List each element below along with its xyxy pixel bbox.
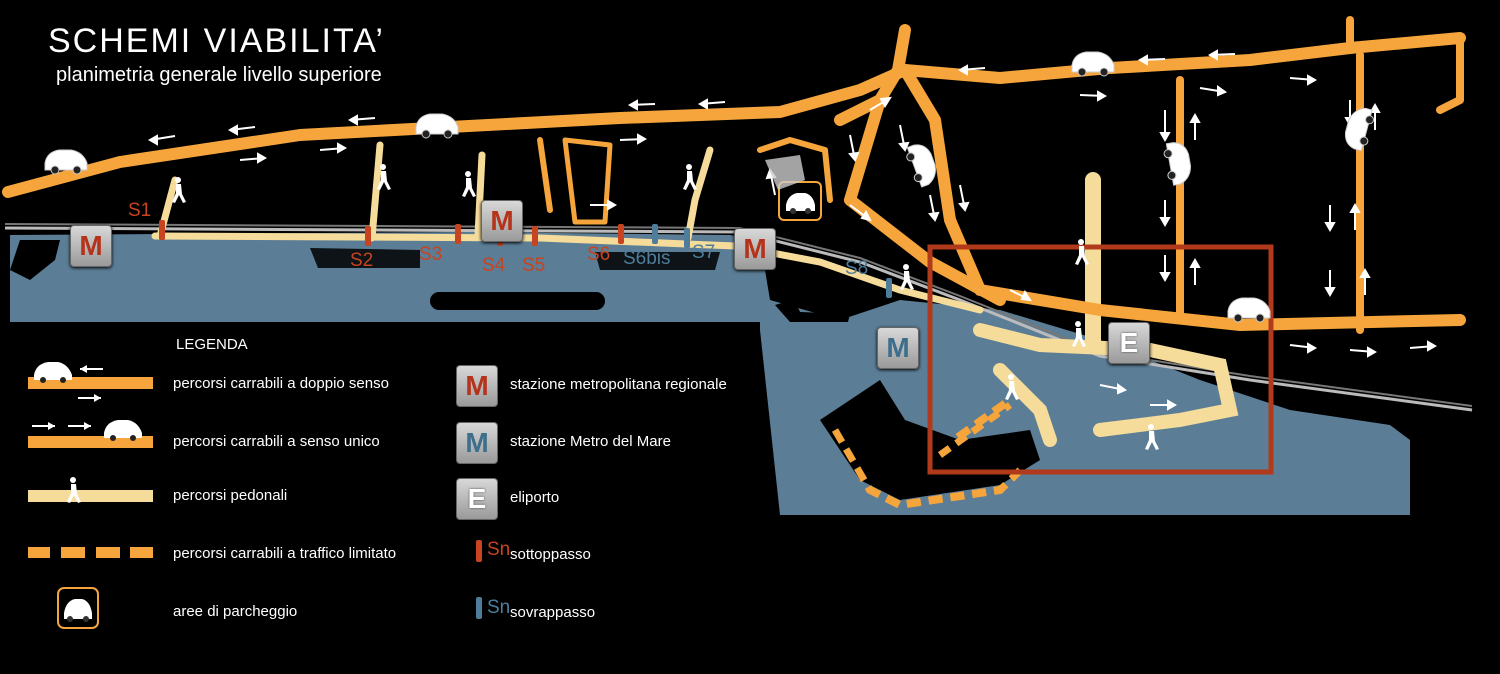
- legend-label-heliport: eliporto: [510, 489, 560, 506]
- underpass-label: S5: [522, 255, 546, 276]
- heliport-icon: E: [1108, 322, 1150, 364]
- parking-icon: [57, 587, 99, 629]
- sea-area: [10, 232, 1410, 515]
- legend-label-two-way: percorsi carrabili a doppio senso: [173, 375, 389, 392]
- road-network: [2, 16, 1466, 334]
- car-icon: [44, 149, 88, 175]
- limited-traffic-road-icon: [28, 547, 153, 558]
- pedestrian-icon: [683, 164, 697, 190]
- overpass-label: S8: [845, 258, 869, 279]
- underpass-label: S1: [128, 200, 152, 221]
- underpass-icon: [476, 540, 482, 562]
- traffic-arrows: [147, 49, 1438, 411]
- legend-label-pedestrian: percorsi pedonali: [173, 487, 288, 504]
- car-icon: [1163, 142, 1192, 186]
- legend-title: LEGENDA: [176, 336, 248, 353]
- pedestrian-paths: [151, 141, 1239, 447]
- car-icon: [1227, 297, 1271, 323]
- underpass-label: S3: [419, 244, 443, 265]
- legend-label-underpass: sottoppasso: [510, 546, 591, 563]
- pedestrian-icon: [172, 177, 186, 203]
- overpass-icon: [476, 597, 482, 619]
- regional-metro-station-icon: M: [481, 200, 523, 242]
- legend-label-regional-station: stazione metropolitana regionale: [510, 376, 727, 393]
- pedestrian-icons: [172, 164, 1159, 450]
- legend-sea-station-icon: M: [456, 422, 498, 464]
- pedestrian-icon: [1072, 321, 1086, 347]
- legend-regional-station-icon: M: [456, 365, 498, 407]
- focus-area-frame: [927, 244, 1274, 475]
- sea-metro-station-icon: M: [877, 327, 919, 369]
- car-icon: [1071, 51, 1115, 77]
- overpass-label: S6bis: [623, 248, 671, 269]
- map-parking-icon: [765, 155, 822, 221]
- car-icons: [44, 51, 1375, 323]
- legend-label-overpass: sovrappasso: [510, 604, 596, 621]
- regional-metro-station-icon: M: [70, 225, 112, 267]
- pedestrian-icon: [1005, 374, 1019, 400]
- underpass-label: S4: [482, 255, 506, 276]
- pedestrian-icon: [377, 164, 391, 190]
- pedestrian-icon: [1075, 239, 1089, 265]
- page-subtitle: planimetria generale livello superiore: [56, 64, 382, 86]
- underpass-label: S2: [350, 250, 374, 271]
- overpass-markers: [652, 224, 892, 298]
- pedestrian-path-icon: [28, 490, 153, 502]
- overpass-label: S7: [692, 242, 716, 263]
- legend-heliport-icon: E: [456, 478, 498, 520]
- legend-overpass-symbol: Sn: [487, 597, 511, 618]
- pedestrian-icon: [900, 264, 914, 290]
- legend-label-sea-station: stazione Metro del Mare: [510, 433, 671, 450]
- page-title: SCHEMI VIABILITA’: [48, 22, 385, 60]
- car-icon: [1344, 107, 1375, 152]
- legend-swatches: [28, 362, 482, 629]
- legend-underpass-symbol: Sn: [487, 539, 511, 560]
- legend-label-one-way: percorsi carrabili a senso unico: [173, 433, 380, 450]
- car-icon: [906, 144, 936, 188]
- pedestrian-icon: [1145, 424, 1159, 450]
- underpass-label: S6: [587, 244, 611, 265]
- regional-metro-station-icon: M: [734, 228, 776, 270]
- car-icon: [415, 113, 459, 139]
- legend-label-parking: aree di parcheggio: [173, 603, 298, 620]
- pedestrian-icon: [462, 171, 476, 197]
- one-way-road-icon: [28, 436, 153, 448]
- legend-label-limited-traffic: percorsi carrabili a traffico limitato: [173, 545, 397, 562]
